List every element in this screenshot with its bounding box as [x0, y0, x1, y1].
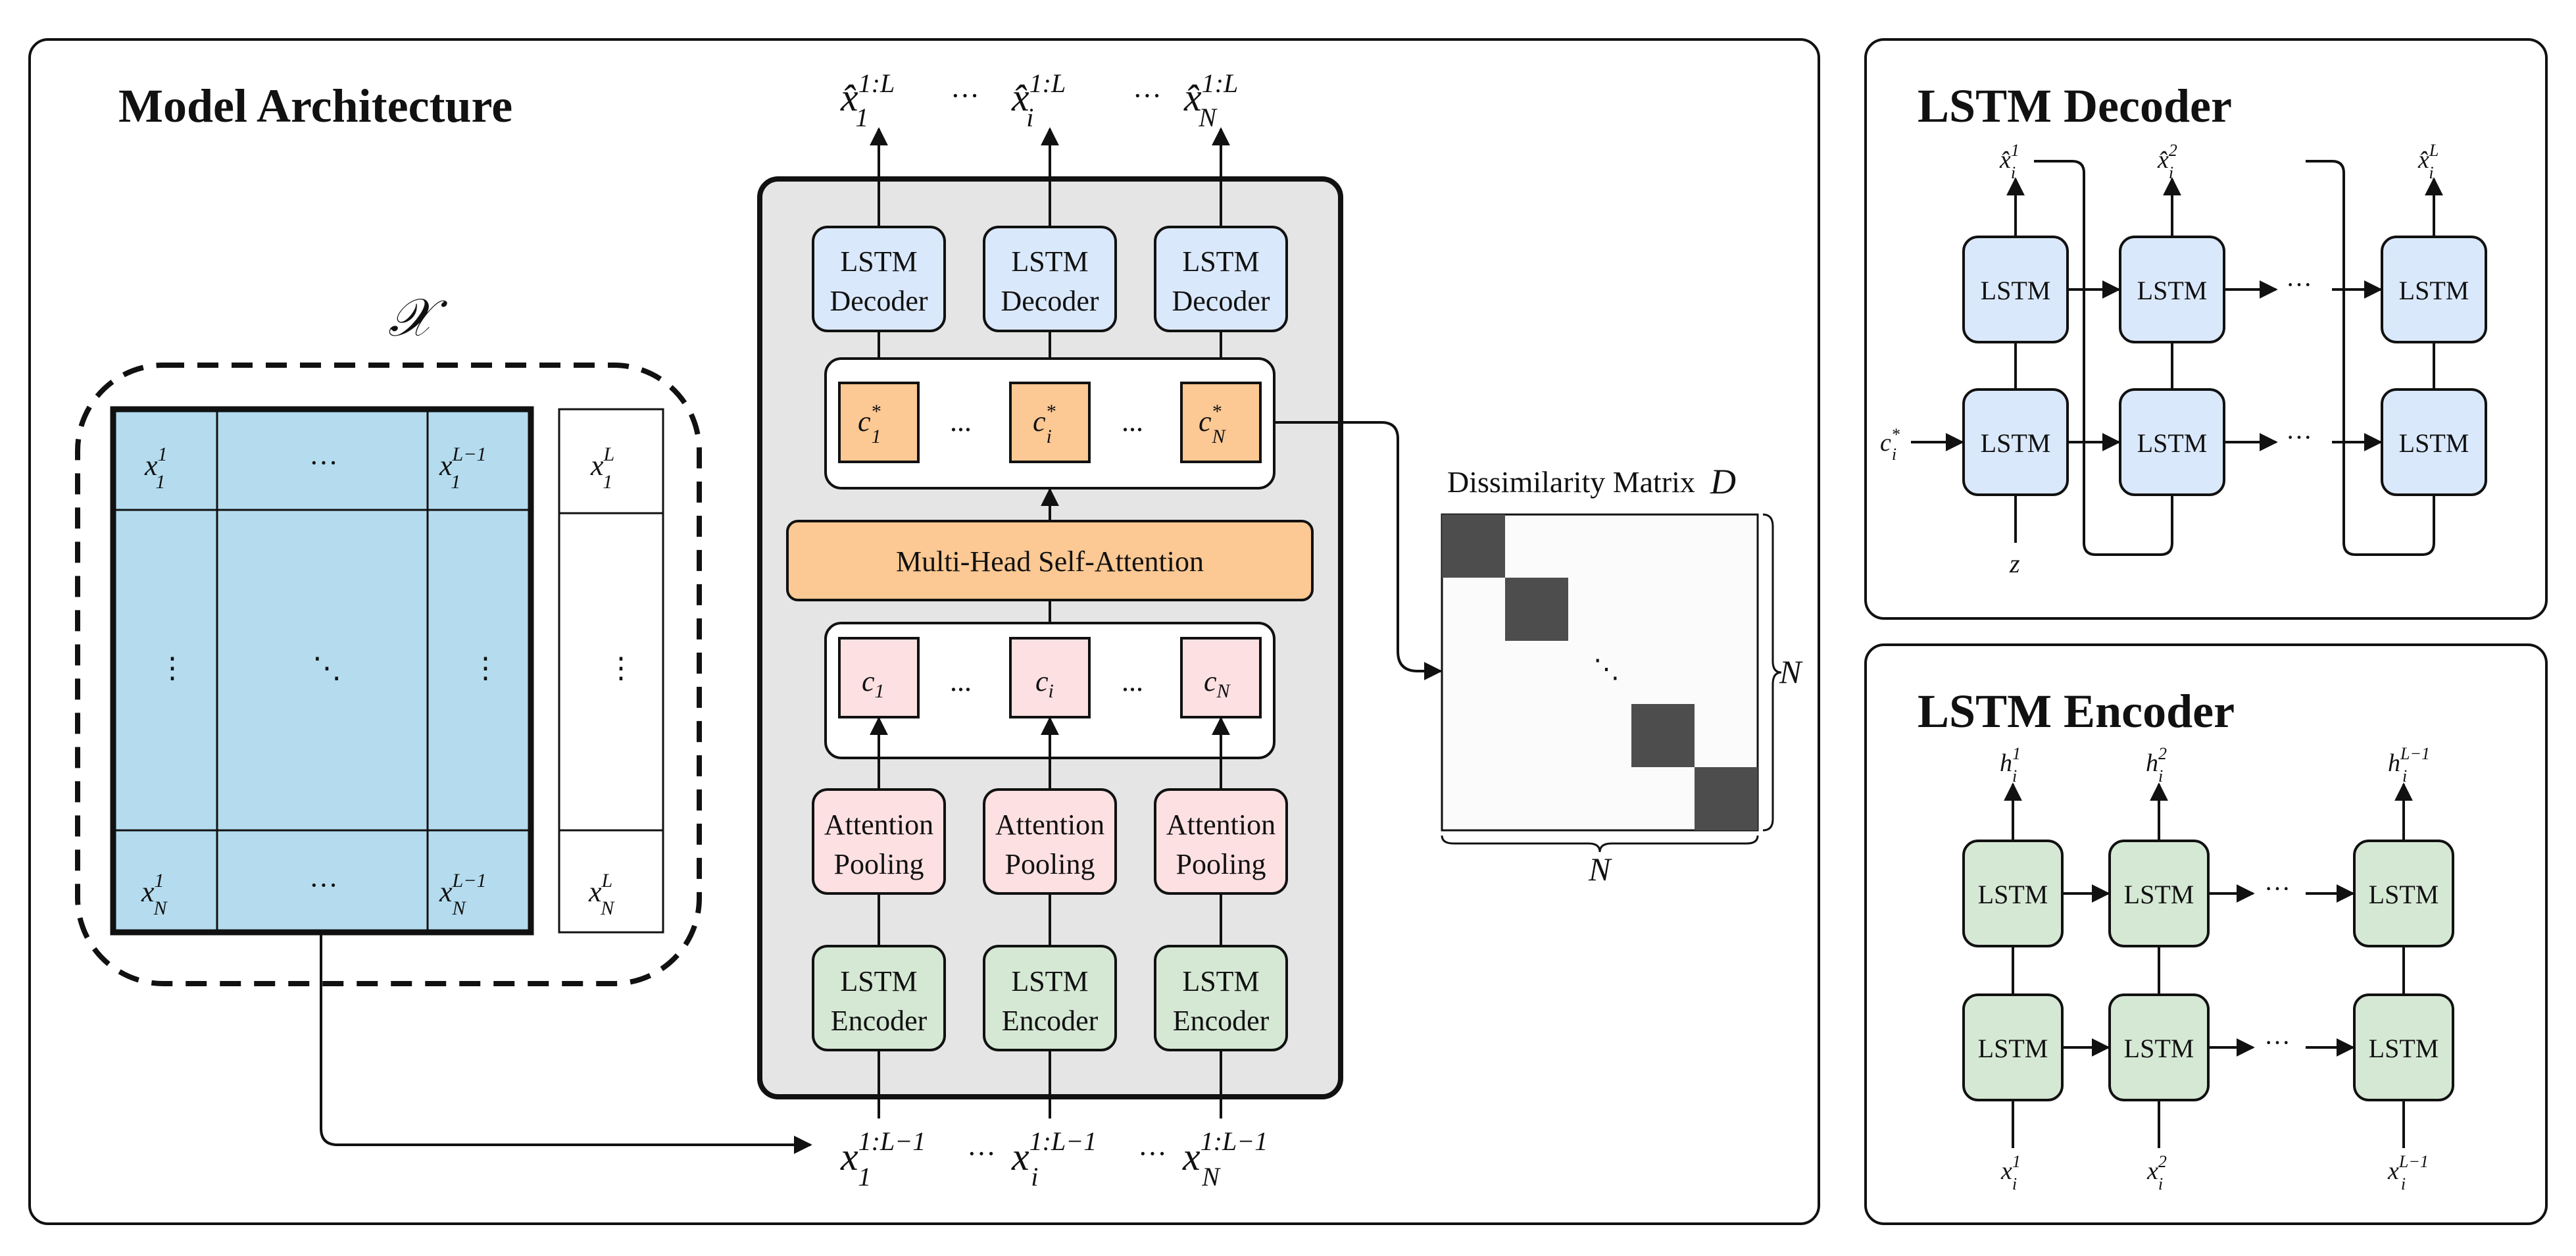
dissimilarity-matrix: ⋱ — [1441, 513, 1759, 832]
matrix-cell-dots-bottom: ··· — [309, 869, 338, 901]
enc-dots-top: ··· — [2264, 874, 2291, 903]
dec-dots-top: ··· — [2286, 270, 2312, 299]
dec-input-z: z — [2009, 549, 2020, 578]
encoder-cells-top: LSTM LSTM LSTM — [1962, 840, 2454, 947]
encoder-cells-bottom: LSTM LSTM LSTM — [1962, 993, 2454, 1101]
target-vdots: ⋮ — [607, 652, 635, 684]
dissimilarity-title: Dissimilarity Matrix — [1447, 465, 1695, 499]
pooling-N-line1: Attention — [1166, 809, 1276, 841]
matrix-cell-ddots: ⋱ — [312, 652, 341, 684]
pooling-N-line2: Pooling — [1176, 848, 1266, 880]
matrix-to-input-arrow — [320, 932, 812, 1154]
dec-feedback-1 — [2034, 160, 2173, 556]
enc-cell-1-bottom: LSTM — [1978, 1034, 2048, 1063]
decoder-1-line2: Decoder — [830, 285, 928, 317]
diag-block-1 — [1442, 515, 1505, 578]
pooling-i-line2: Pooling — [1005, 848, 1095, 880]
decoder-N-line1: LSTM — [1182, 245, 1259, 278]
decoder-i-line1: LSTM — [1011, 245, 1088, 278]
pooling-i-line1: Attention — [995, 809, 1104, 841]
c-star-to-dissimilarity-arrow — [1274, 421, 1443, 680]
dec-cell-2-top: LSTM — [2137, 276, 2208, 305]
matrix-size-bottom: N — [1588, 851, 1612, 888]
input-dots-2: ··· — [1138, 1138, 1167, 1170]
lstm-encoder-title: LSTM Encoder — [1918, 685, 2235, 738]
decoder-row: LSTM Decoder LSTM Decoder LSTM Decoder — [812, 226, 1288, 332]
encoder-i-line2: Encoder — [1002, 1005, 1099, 1037]
matrix-cell-vdots-left: ⋮ — [158, 652, 187, 684]
enc-cell-1-top: LSTM — [1978, 880, 2048, 909]
dec-cell-L-top: LSTM — [2399, 276, 2469, 305]
dec-feedback-2 — [2306, 160, 2435, 556]
dataset-container — [75, 363, 702, 986]
right-brace — [1762, 513, 1782, 832]
diag-block-3 — [1631, 704, 1695, 767]
matrix-cell-dots-top: ··· — [309, 447, 338, 479]
decoder-1-line1: LSTM — [840, 245, 917, 278]
enc-dots-bottom: ··· — [2264, 1028, 2291, 1057]
encoder-i-line1: LSTM — [1011, 965, 1088, 997]
enc-cell-L-top: LSTM — [2369, 880, 2439, 909]
dec-cell-1-bottom: LSTM — [1981, 428, 2051, 458]
enc-cell-2-bottom: LSTM — [2124, 1034, 2194, 1063]
mhsa-label: Multi-Head Self-Attention — [896, 545, 1204, 578]
decoder-i-line2: Decoder — [1001, 285, 1099, 317]
enc-cell-L-bottom: LSTM — [2369, 1034, 2439, 1063]
decoder-cells-bottom: LSTM LSTM LSTM — [1962, 388, 2487, 496]
encoder-N-line2: Encoder — [1173, 1005, 1270, 1037]
input-dots-1: ··· — [967, 1138, 996, 1170]
encoder-row: LSTM Encoder LSTM Encoder LSTM Encoder — [812, 945, 1288, 1051]
c-N: cN — [1204, 665, 1231, 702]
diag-block-4 — [1695, 767, 1758, 830]
diag-block-2 — [1505, 578, 1568, 641]
context-group: c1 ... ci ... cN — [824, 622, 1276, 759]
encoder-1-line1: LSTM — [840, 965, 917, 997]
encoder-N-line1: LSTM — [1182, 965, 1259, 997]
dissimilarity-symbol: D — [1710, 462, 1736, 501]
pooling-1-line2: Pooling — [834, 848, 924, 880]
dissimilarity-diag-dots: ⋱ — [1593, 654, 1620, 684]
matrix-cell-vdots-right: ⋮ — [471, 652, 500, 684]
c-dots-2: ... — [1122, 665, 1143, 697]
dec-cell-L-bottom: LSTM — [2399, 428, 2469, 458]
lstm-decoder-title: LSTM Decoder — [1918, 80, 2232, 132]
output-dots-1: ··· — [951, 80, 979, 112]
dec-dots-bottom: ··· — [2286, 422, 2312, 452]
c-dots-1: ... — [950, 665, 972, 697]
bottom-brace — [1441, 835, 1759, 853]
pooling-row: Attention Pooling Attention Pooling Atte… — [812, 788, 1288, 895]
decoder-N-line2: Decoder — [1172, 285, 1270, 317]
context-star-group: c*1 ... c*i ... c*N — [824, 357, 1276, 490]
c-star-dots-2: ... — [1122, 405, 1143, 438]
output-dots-2: ··· — [1133, 80, 1162, 112]
c-star-dots-1: ... — [950, 405, 972, 438]
dec-cell-2-bottom: LSTM — [2137, 428, 2208, 458]
decoder-cells-top: LSTM LSTM LSTM — [1962, 236, 2487, 343]
enc-cell-2-top: LSTM — [2124, 880, 2194, 909]
pooling-1-line1: Attention — [824, 809, 933, 841]
encoder-1-line2: Encoder — [831, 1005, 928, 1037]
dec-cell-1-top: LSTM — [1981, 276, 2051, 305]
model-architecture-title: Model Architecture — [118, 80, 512, 132]
matrix-size-right: N — [1779, 653, 1803, 690]
